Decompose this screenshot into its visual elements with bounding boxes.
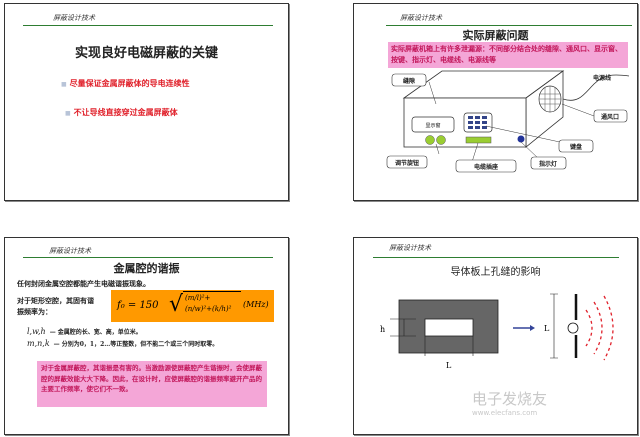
knob xyxy=(425,135,435,145)
slide-1: 屏蔽设计技术 实现良好电磁屏蔽的关键 ■尽量保证金属屏蔽体的导电连续性 ■不让导… xyxy=(4,3,289,201)
watermark-url: www.elecfans.com xyxy=(472,409,538,417)
aperture-diagram: h L L xyxy=(380,293,614,370)
slide-header: 屏蔽设计技术 xyxy=(53,14,95,22)
display-window xyxy=(411,116,455,133)
l-label-dipole: L xyxy=(544,324,550,333)
formula-lhs: f₀ = 150 xyxy=(117,300,159,311)
knob xyxy=(436,135,446,145)
header-divider xyxy=(386,25,632,26)
leak-note: 实际屏蔽机箱上有许多泄漏源：不同部分结合处的缝隙、通风口、显示窗、按键、指示灯、… xyxy=(388,42,628,68)
header-divider xyxy=(23,257,273,258)
power-cable xyxy=(562,74,630,101)
indicator-light xyxy=(517,135,525,143)
slide-title: 导体板上孔缝的影响 xyxy=(450,267,541,278)
slide-2: 屏蔽设计技术 实际屏蔽问题 实际屏蔽机箱上有许多泄漏源：不同部分结合处的缝隙、通… xyxy=(353,3,638,201)
bullet-item: ■尽量保证金属屏蔽体的导电连续性 xyxy=(61,78,190,88)
bullet-text: 不让导线直接穿过金属屏蔽体 xyxy=(73,107,178,117)
indicator-label: 指示灯 xyxy=(539,160,557,168)
definition-mnk: m,n,k— 分别为0，1，2…等正整数，但不能二个或三个同时取零。 xyxy=(27,339,219,348)
slide-header: 屏蔽设计技术 xyxy=(400,14,442,22)
resonance-formula: f₀ = 150 √ (m/l)²+ (n/w)²+(k/h)² (MHz) xyxy=(111,290,274,322)
vent-label: 通风口 xyxy=(601,113,619,121)
chassis-diagram: 显示窗 缝隙 电源线 通风口 键盘 调节旋钮 电缆插座 指示灯 xyxy=(386,70,630,173)
h-label: h xyxy=(380,325,385,334)
sqrt-bar xyxy=(183,291,241,293)
gap-label: 缝隙 xyxy=(403,77,415,85)
header-divider xyxy=(373,257,619,258)
sqrt-sign: √ xyxy=(169,292,184,317)
slide-title: 实现良好电磁屏蔽的关键 xyxy=(74,46,218,61)
keypad-label: 键盘 xyxy=(569,143,582,151)
term-m: (m/l)²+ xyxy=(185,294,211,302)
cavity-text: 对于矩形空腔，其固有谐振频率为： xyxy=(17,296,94,316)
slide-4: 屏蔽设计技术 导体板上孔缝的影响 h L L 电子发烧友 www.elecfan… xyxy=(353,237,638,435)
intro-text: 任何封闭金属空腔都能产生电磁谐振现象。 xyxy=(17,279,150,288)
definition-lwh: l,w,h— 金属腔的长、宽、高，单位米。 xyxy=(27,327,142,336)
cable-socket-label: 电缆插座 xyxy=(474,163,498,171)
slide-3: 屏蔽设计技术 金属腔的谐振 任何封闭金属空腔都能产生电磁谐振现象。 对于矩形空腔… xyxy=(4,237,289,435)
cable-socket xyxy=(465,136,492,144)
slot xyxy=(424,318,474,337)
resonance-note: 对于金属屏蔽腔，其谐振是有害的。当激励源使屏蔽腔产生谐振时，会使屏蔽腔的屏蔽效能… xyxy=(37,361,267,407)
slide-header: 屏蔽设计技术 xyxy=(49,247,91,255)
l-label: L xyxy=(446,361,452,370)
watermark: 电子发烧友 www.elecfans.com xyxy=(472,388,547,417)
dipole-source xyxy=(567,322,579,334)
watermark-name: 电子发烧友 xyxy=(472,390,548,408)
keypad-keys xyxy=(468,116,487,129)
display-label: 显示窗 xyxy=(425,122,440,129)
term-n: (n/w)²+(k/h)² xyxy=(185,305,232,313)
slide-title: 实际屏蔽问题 xyxy=(462,29,529,42)
bullet-text: 尽量保证金属屏蔽体的导电连续性 xyxy=(69,78,190,88)
slide-header: 屏蔽设计技术 xyxy=(389,244,431,252)
slide-title: 金属腔的谐振 xyxy=(113,262,180,275)
header-divider xyxy=(23,25,273,26)
bullet-item: ■不让导线直接穿过金属屏蔽体 xyxy=(65,107,178,117)
power-cable-label: 电源线 xyxy=(593,74,611,82)
formula-unit: (MHz) xyxy=(243,300,269,309)
knob-label: 调节旋钮 xyxy=(395,159,419,167)
